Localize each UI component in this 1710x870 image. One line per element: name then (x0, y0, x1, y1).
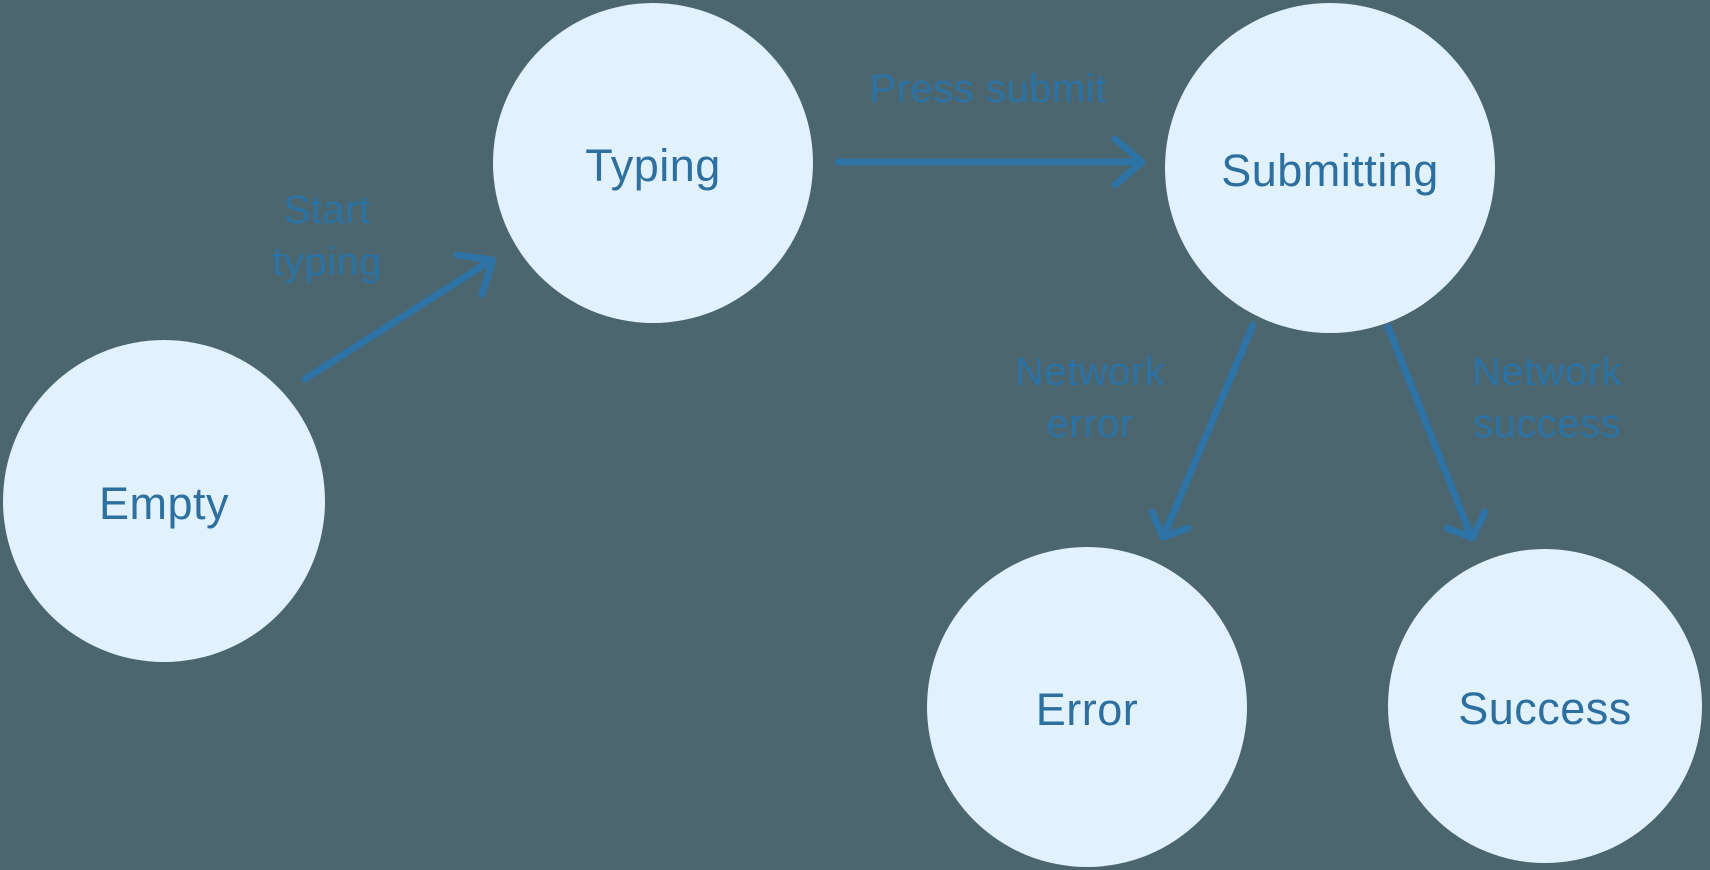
state-circle-error (927, 547, 1247, 867)
state-node-typing: Typing (493, 3, 813, 323)
transition-network-error: Network error (1015, 321, 1257, 541)
transition-label-network-success-line2: success (1473, 402, 1621, 446)
state-circle-submitting (1165, 3, 1495, 333)
transition-label-network-error-line2: error (1047, 402, 1134, 446)
transition-label-network-error-line1: Network (1015, 350, 1166, 394)
edge-arrowhead-icon (1443, 508, 1489, 542)
state-label-empty: Empty (99, 478, 229, 529)
edge-line (301, 257, 494, 383)
edge-line (1160, 321, 1257, 539)
state-label-success: Success (1458, 683, 1632, 734)
transition-network-success: Network success (1384, 323, 1623, 542)
edge-line (1384, 323, 1475, 540)
edge-arrowhead-icon (1111, 135, 1146, 189)
transition-label-press-submit: Press submit (869, 67, 1106, 111)
state-node-empty: Empty (3, 340, 325, 662)
edge-arrowhead-icon (453, 251, 497, 298)
transition-start-typing: Start typing (272, 188, 497, 383)
transition-label-network-success-line1: Network (1472, 350, 1623, 394)
state-node-submitting: Submitting (1165, 3, 1495, 333)
state-circle-success (1388, 549, 1702, 863)
state-circle-empty (3, 340, 325, 662)
edge-arrowhead-icon (1148, 508, 1192, 541)
state-label-submitting: Submitting (1221, 145, 1439, 196)
state-label-error: Error (1036, 684, 1139, 735)
transition-press-submit: Press submit (834, 67, 1146, 189)
transition-label-start-typing-line2: typing (272, 240, 382, 284)
state-node-error: Error (927, 547, 1247, 867)
state-node-success: Success (1388, 549, 1702, 863)
state-label-typing: Typing (585, 140, 721, 191)
transition-label-start-typing-line1: Start (284, 188, 371, 232)
state-circle-typing (493, 3, 813, 323)
